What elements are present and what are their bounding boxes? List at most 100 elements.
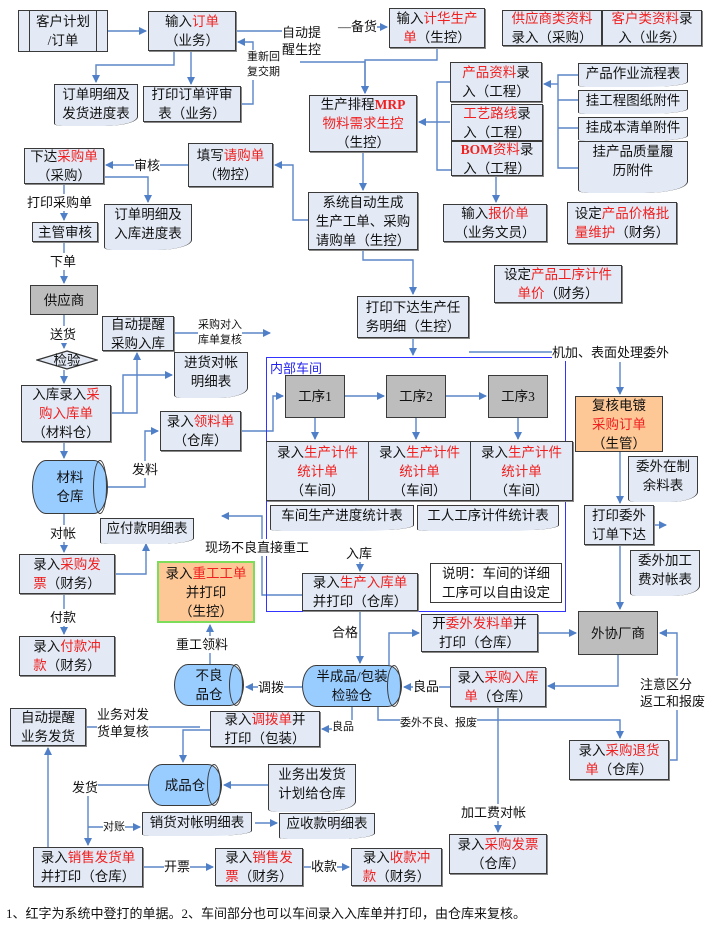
- node-text-line: 量维护（财务）: [575, 223, 670, 242]
- order-detail-in-report[interactable]: 订单明细及入库进度表: [104, 204, 192, 250]
- defect-store-store[interactable]: 不良品仓: [174, 664, 244, 706]
- doc-name-text: 采: [86, 387, 100, 402]
- node-text: 打印（包装）: [224, 731, 306, 746]
- price-maint-box[interactable]: 设定产品价格批量维护（财务）: [567, 202, 677, 244]
- enter-order-box[interactable]: 输入订单（业务）: [148, 11, 236, 51]
- customer-data-box[interactable]: 客户类资料录入（业务）: [602, 10, 702, 46]
- routing-box[interactable]: 工艺路线录入（工程）: [451, 104, 543, 141]
- supplier-box[interactable]: 供应商: [30, 285, 98, 315]
- node-text-line: 应付款明细表: [107, 519, 188, 538]
- plating-po-box[interactable]: 复核电镀采购订单（生管）: [575, 396, 663, 452]
- requisition-box[interactable]: 填写请购单（物控）: [188, 143, 273, 187]
- auto-generate-box[interactable]: 系统自动生成生产工单、采购请购单（生控）: [308, 192, 418, 250]
- payable-detail-report[interactable]: 应付款明细表: [100, 518, 194, 544]
- doc-name-text: 产品价格批: [601, 206, 670, 221]
- node-text-line: 工序1: [298, 387, 332, 406]
- purchase-receipt-box[interactable]: 入库录入采购入库单（材料仓）: [21, 385, 111, 442]
- process-price-box[interactable]: 设定产品工序计件单价（财务）: [494, 265, 622, 303]
- node-text: /订单: [47, 33, 79, 48]
- doc-name-text: 生产计件: [508, 444, 562, 460]
- auto-remind-ship-box[interactable]: 自动提醒业务发货: [10, 708, 86, 746]
- node-text-line: 工序2: [399, 387, 433, 406]
- production-receipt-box[interactable]: 录入生产入库单并打印（仓库）: [302, 573, 418, 611]
- piece1-box[interactable]: 录入生产计件统计单（车间）: [266, 441, 369, 501]
- manager-review-box[interactable]: 主管审核: [32, 222, 98, 242]
- quote-box[interactable]: 输入报价单（业务文员）: [443, 204, 547, 242]
- outsource-wip-report[interactable]: 委外在制余料表: [628, 456, 698, 502]
- node-text: 工序3: [501, 389, 535, 404]
- doc-flow-report[interactable]: 产品作业流程表: [578, 63, 688, 87]
- piece3-box[interactable]: 录入生产计件统计单（车间）: [470, 441, 573, 501]
- node-text: 订单下达: [592, 527, 646, 542]
- node-text: 挂产品质量履: [592, 144, 674, 159]
- outsource-fee-report[interactable]: 委外加工费对帐表: [630, 550, 700, 596]
- sales-recon-report[interactable]: 销货对帐明细表: [142, 812, 252, 836]
- ship-plan-report[interactable]: 业务出发货计划给仓库: [268, 764, 356, 812]
- node-text-line: 入（工程）: [463, 159, 531, 178]
- print-outsource-box[interactable]: 打印委外订单下达: [584, 505, 654, 545]
- piece2-box[interactable]: 录入生产计件统计单（车间）: [368, 441, 471, 501]
- transfer-box[interactable]: 录入调拨单并打印（包装）: [210, 711, 320, 747]
- node-text-line: 入（业务）: [618, 28, 686, 47]
- node-text-line: 单价（财务）: [518, 284, 599, 303]
- doc-name-text: MRP: [374, 97, 406, 112]
- material-store-store[interactable]: 材料仓库: [32, 460, 108, 514]
- node-text: 工序可以自由设定: [442, 585, 550, 600]
- doc-name-text: 客户类资料: [611, 11, 680, 26]
- node-text: 录: [516, 65, 530, 80]
- doc-drawing-report[interactable]: 挂工程图纸附件: [578, 90, 688, 114]
- outsource-issue-box[interactable]: 开委外发料单并打印（仓库）: [421, 614, 538, 652]
- enter-prod-plan-box[interactable]: 输入计华生产单（生控）: [389, 8, 485, 48]
- purchase-order-box[interactable]: 下达采购单（采购）: [24, 148, 104, 184]
- workshop-progress-report[interactable]: 车间生产进度统计表: [270, 505, 414, 531]
- auto-remind-in-box[interactable]: 自动提醒采购入库: [102, 316, 174, 351]
- sales-invoice-box[interactable]: 录入销售发票（财务）: [215, 848, 303, 886]
- node-text-line: 单（仓库）: [585, 760, 653, 779]
- auto-remind-prod-label: 自动提醒生控: [282, 24, 322, 58]
- inspect-box[interactable]: 检验: [36, 350, 98, 370]
- outsource-vendor-box[interactable]: 外协厂商: [578, 611, 658, 655]
- node-text-line: 材料: [57, 468, 84, 487]
- purchase-receipt-2-box[interactable]: 录入采购入库单（仓库）: [450, 667, 546, 707]
- supplier-data-box[interactable]: 供应商类资料录入（采购）: [502, 10, 602, 46]
- purchase-recon-report[interactable]: 进货对帐明细表: [174, 352, 248, 398]
- customer-plan-box[interactable]: 客户计划/订单: [18, 10, 108, 52]
- receivable-detail-report[interactable]: 应收款明细表: [279, 813, 375, 839]
- receipt-offset-box[interactable]: 录入收款冲款（财务）: [351, 848, 442, 886]
- bom-data-box[interactable]: BOM资料录入（工程）: [451, 141, 543, 176]
- node-text-line: 说明：车间的详细: [442, 564, 550, 583]
- print-task-box[interactable]: 打印下达生产任务明细（生控）: [357, 296, 469, 338]
- print-order-review-box[interactable]: 打印订单评审表（业务）: [143, 86, 241, 122]
- node-text-line: 发货进度表: [62, 104, 130, 123]
- order-detail-ship-report[interactable]: 订单明细及发货进度表: [54, 84, 138, 126]
- purchase-invoice-2-box[interactable]: 录入采购发票（仓库）: [449, 834, 547, 874]
- node-text: 不良: [195, 668, 223, 683]
- node-text: 表（业务）: [158, 106, 226, 121]
- step3-box[interactable]: 工序3: [488, 375, 548, 418]
- node-text: （仓库）: [173, 433, 228, 448]
- step2-box[interactable]: 工序2: [386, 375, 446, 418]
- node-text: 并: [292, 712, 306, 727]
- payment-offset-box[interactable]: 录入付款冲款（财务）: [19, 636, 115, 676]
- material-issue-box[interactable]: 录入领料单（仓库）: [160, 411, 241, 451]
- node-text-line: 生产排程MRP: [321, 95, 406, 114]
- workshop-note-box[interactable]: 说明：车间的详细工序可以自由设定: [430, 563, 562, 603]
- worker-piece-report[interactable]: 工人工序计件统计表: [417, 505, 559, 531]
- semi-store-store[interactable]: 半成品/包装检验仓: [302, 665, 402, 707]
- purchase-invoice-box[interactable]: 录入采购发票（财务）: [19, 554, 115, 594]
- sales-delivery-box[interactable]: 录入销售发货单并打印（仓库）: [33, 847, 143, 887]
- stock-up-label: —备货: [338, 18, 378, 35]
- label-line: 对帐: [50, 526, 77, 541]
- doc-quality-report[interactable]: 挂产品质量履历附件: [578, 141, 688, 193]
- purchase-return-box[interactable]: 录入采购退货单（仓库）: [569, 740, 669, 780]
- finished-store-store[interactable]: 成品仓: [148, 764, 222, 806]
- product-data-box[interactable]: 产品资料录入（工程）: [450, 62, 542, 102]
- node-text: 打印（仓库）: [439, 635, 520, 650]
- node-text-line: 打印（仓库）: [439, 633, 520, 652]
- label-line: 重新回: [247, 51, 280, 63]
- doc-cost-report[interactable]: 挂成本清单附件: [578, 117, 688, 141]
- rework-order-box[interactable]: 录入重工工单并打印（生控）: [157, 561, 255, 623]
- step1-box[interactable]: 工序1: [285, 375, 345, 418]
- doc-name-text: 单价: [517, 286, 545, 301]
